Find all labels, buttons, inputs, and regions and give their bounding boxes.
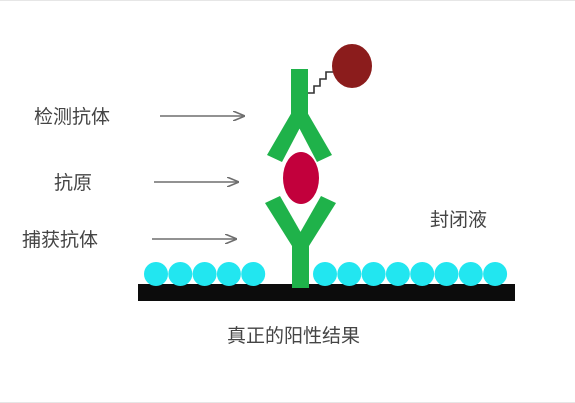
label-detection-antibody: 检测抗体 xyxy=(34,106,110,128)
blocking-bead xyxy=(144,262,168,286)
detection-antibody xyxy=(267,69,332,162)
blocking-beads xyxy=(144,262,508,286)
blocking-bead xyxy=(483,262,508,286)
blocking-bead xyxy=(192,262,217,286)
blocking-bead xyxy=(168,262,193,286)
plate-surface xyxy=(138,284,515,301)
antigen-shape xyxy=(283,152,319,204)
blocking-bead xyxy=(458,262,483,286)
label-blocking-solution: 封闭液 xyxy=(430,209,487,231)
label-capture-antibody: 捕获抗体 xyxy=(22,229,98,251)
blocking-bead xyxy=(361,262,386,286)
label-antigen: 抗原 xyxy=(54,172,92,194)
blocking-bead xyxy=(216,262,241,286)
enzyme-linker xyxy=(308,71,333,94)
enzyme-label xyxy=(332,44,372,88)
blocking-bead xyxy=(313,262,337,286)
blocking-bead xyxy=(385,262,410,286)
diagram-caption: 真正的阳性结果 xyxy=(227,325,360,347)
blocking-bead xyxy=(337,262,362,286)
blocking-bead xyxy=(410,262,435,286)
blocking-bead xyxy=(434,262,459,286)
blocking-bead xyxy=(241,262,266,286)
capture-antibody xyxy=(265,196,336,288)
